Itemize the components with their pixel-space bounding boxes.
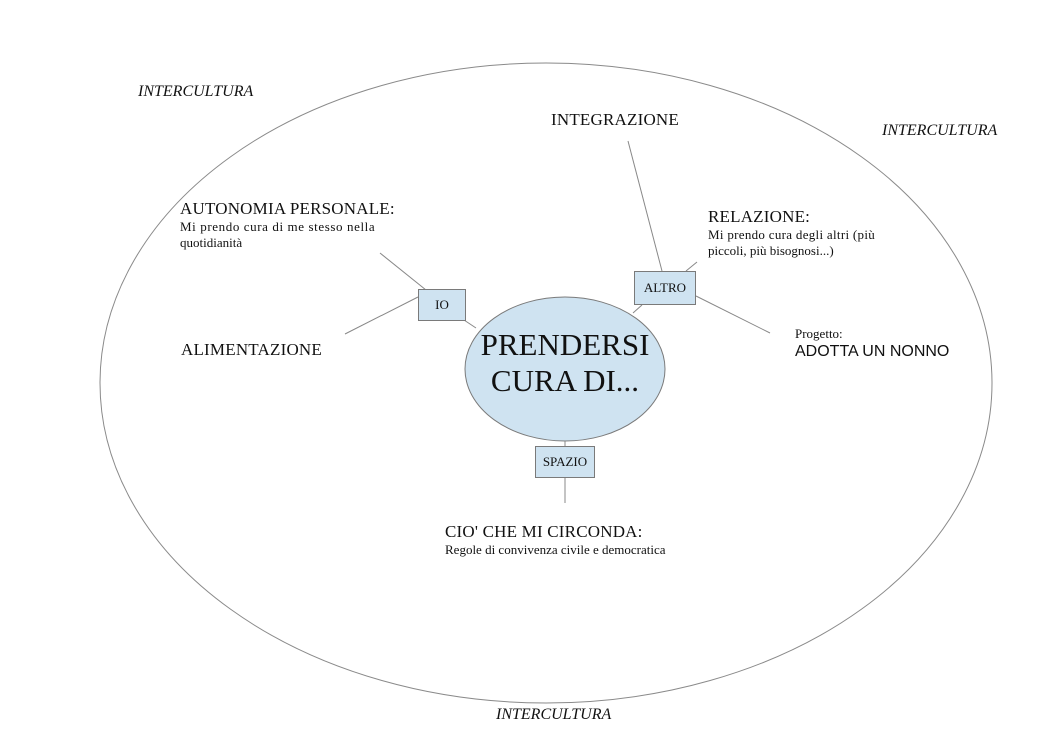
circonda-title: CIO' CHE MI CIRCONDA: <box>445 522 643 541</box>
node-altro-label: ALTRO <box>643 280 687 295</box>
autonomia-block: AUTONOMIA PERSONALE: Mi prendo cura di m… <box>180 199 395 251</box>
intercultura-label-bottom: INTERCULTURA <box>496 706 612 723</box>
progetto-block: Progetto: ADOTTA UN NONNO <box>795 326 949 361</box>
relazione-desc-line1: Mi prendo cura degli altri (più <box>708 227 876 242</box>
relazione-desc-line2: piccoli, più bisognosi...) <box>708 243 834 258</box>
progetto-label: Progetto: <box>795 326 843 341</box>
connector-altro-integrazione <box>627 140 663 272</box>
center-title-line1: PRENDERSI <box>480 327 650 362</box>
integrazione-label: INTEGRAZIONE <box>551 110 679 129</box>
connector-altro-progetto <box>695 295 771 334</box>
center-title-line2: CURA DI... <box>490 363 640 398</box>
relazione-title: RELAZIONE: <box>708 207 811 226</box>
intercultura-label-top-left: INTERCULTURA <box>138 83 254 100</box>
autonomia-desc-line2: quotidianità <box>180 235 243 250</box>
node-io-label: IO <box>435 297 449 312</box>
progetto-name: ADOTTA UN NONNO <box>795 343 950 360</box>
relazione-block: RELAZIONE: Mi prendo cura degli altri (p… <box>708 207 875 259</box>
intercultura-label-top-right: INTERCULTURA <box>882 122 998 139</box>
connector-io-autonomia <box>379 252 427 291</box>
connector-altro-relazione <box>685 261 698 272</box>
circonda-block: CIO' CHE MI CIRCONDA: Regole di conviven… <box>445 522 666 558</box>
node-spazio-label: SPAZIO <box>542 454 588 469</box>
autonomia-title: AUTONOMIA PERSONALE: <box>180 199 395 218</box>
center-title: PRENDERSI CURA DI... <box>465 327 665 399</box>
outer-ellipse <box>99 62 993 704</box>
autonomia-desc-line1: Mi prendo cura di me stesso nella <box>180 219 376 234</box>
connector-io-alimentazione <box>344 296 419 335</box>
node-spazio: SPAZIO <box>535 446 595 478</box>
connector-altro-center <box>632 304 643 314</box>
node-io: IO <box>418 289 466 321</box>
alimentazione-label: ALIMENTAZIONE <box>181 340 322 359</box>
circonda-desc: Regole di convivenza civile e democratic… <box>445 542 666 557</box>
node-altro: ALTRO <box>634 271 696 305</box>
